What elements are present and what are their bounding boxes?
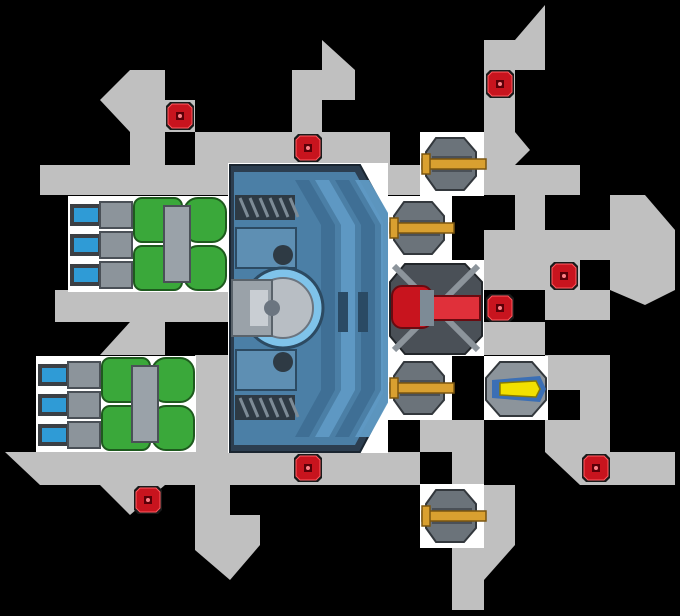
corridor-segment <box>100 322 165 355</box>
red-block[interactable] <box>484 292 516 324</box>
corridor-segment <box>195 132 390 165</box>
red-block[interactable] <box>548 260 580 292</box>
thruster-nozzle <box>74 238 98 252</box>
thruster-nozzle <box>42 368 66 382</box>
thruster-nozzle <box>74 208 98 222</box>
corridor-segment <box>484 165 580 230</box>
corridor-segment <box>420 420 484 452</box>
red-block[interactable] <box>292 452 324 484</box>
corridor-segment <box>195 485 260 580</box>
red-block[interactable] <box>580 452 612 484</box>
corridor-segment <box>545 355 610 420</box>
corridor-segment <box>452 452 484 485</box>
red-block[interactable] <box>292 132 324 164</box>
corridor-segment <box>230 452 420 485</box>
corridor-segment <box>292 40 355 132</box>
corridor-segment <box>5 452 230 515</box>
corridor-segment <box>100 70 195 165</box>
red-block[interactable] <box>132 484 164 516</box>
corridor-segment <box>545 420 675 485</box>
red-heavy-laser[interactable] <box>388 260 484 356</box>
corridor-segment <box>484 230 610 320</box>
red-block[interactable] <box>164 100 196 132</box>
yellow-drone[interactable] <box>484 356 548 420</box>
turret-4[interactable] <box>420 484 487 548</box>
corridor-segment <box>195 355 230 452</box>
turret-3[interactable] <box>388 356 455 420</box>
command-core[interactable] <box>229 164 395 453</box>
thruster-nozzle <box>74 268 98 282</box>
engine-upper[interactable] <box>68 196 228 292</box>
thruster-nozzle <box>42 428 66 442</box>
turret-2[interactable] <box>388 196 455 260</box>
corridor-segment <box>55 290 230 322</box>
turret-1[interactable] <box>420 132 487 196</box>
thruster-nozzle <box>42 398 66 412</box>
red-block[interactable] <box>484 68 516 100</box>
corridor-segment <box>484 5 545 132</box>
corridor-segment <box>580 195 675 305</box>
engine-lower[interactable] <box>36 356 196 452</box>
corridor-segment <box>484 322 545 355</box>
